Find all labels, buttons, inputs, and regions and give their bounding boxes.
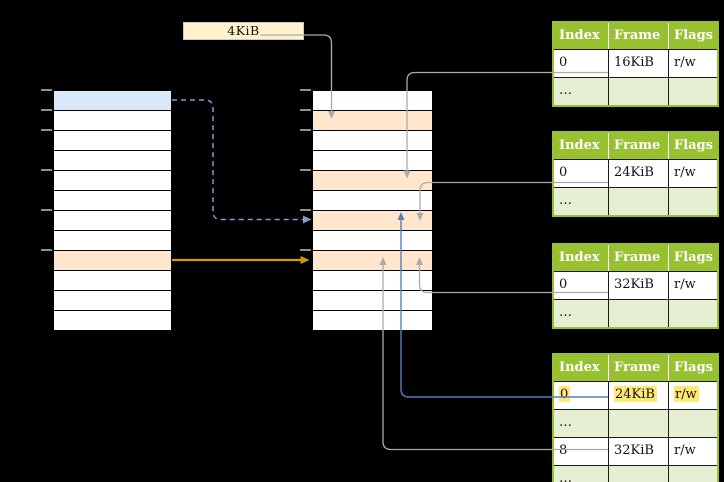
- tick-mark: [300, 169, 311, 171]
- page-table-cell: …: [559, 305, 572, 320]
- memory-row-white: [313, 151, 432, 171]
- page-table-cell: r/w: [668, 160, 717, 187]
- left-memory-table: [53, 90, 172, 331]
- page-table-cell: 24KiB: [608, 160, 668, 187]
- memory-row-white: [54, 151, 171, 171]
- header-cell: Index: [559, 138, 600, 153]
- header-cell: Flags: [668, 23, 717, 49]
- memory-row-white: [54, 171, 171, 191]
- page-table-row: …: [554, 187, 717, 215]
- header-cell: Frame: [608, 245, 668, 271]
- memory-row-orange: [313, 111, 432, 131]
- page-table-cell: r/w: [668, 438, 717, 465]
- page-table-row: …: [554, 409, 717, 437]
- header-cell: Flags: [668, 133, 717, 159]
- page-table-cell: [608, 78, 668, 105]
- header-cell: Frame: [608, 23, 668, 49]
- tick-mark: [300, 249, 311, 251]
- page-table-cell: [608, 300, 668, 327]
- page-table-cell: r/w: [668, 272, 717, 299]
- header-cell: Frame: [608, 133, 668, 159]
- page-table-cell: 0: [559, 277, 568, 292]
- header-cell: Index: [559, 28, 600, 43]
- page-table-row: …: [554, 299, 717, 327]
- memory-row-white: [54, 271, 171, 291]
- tick-mark: [41, 109, 52, 111]
- page-table-cell: [608, 410, 668, 437]
- page-table-cell: 16KiB: [608, 50, 668, 77]
- memory-row-white: [54, 291, 171, 311]
- tick-mark: [300, 129, 311, 131]
- page-table-cell: r/w: [668, 382, 717, 409]
- page-table-row: …: [554, 465, 717, 482]
- tick-mark: [41, 129, 52, 131]
- page-table-cell: 32KiB: [608, 272, 668, 299]
- tick-mark: [41, 249, 52, 251]
- page-table-cell: [668, 410, 717, 437]
- page-table-cell: [608, 188, 668, 215]
- header-cell: Index: [559, 360, 600, 375]
- page-table-cell: r/w: [668, 50, 717, 77]
- tick-mark: [41, 209, 52, 211]
- tick-mark: [300, 209, 311, 211]
- page-table-cell: …: [559, 83, 572, 98]
- memory-row-white: [54, 211, 171, 231]
- page-table-cell: …: [559, 193, 572, 208]
- page-table-cell: 0: [559, 386, 571, 402]
- page-table-cell: 0: [559, 55, 568, 70]
- page-table-cell: 32KiB: [608, 438, 668, 465]
- memory-row-white: [54, 311, 171, 330]
- page-table-cell: …: [559, 415, 572, 430]
- page-table-cell: [608, 466, 668, 482]
- page-table-cell: 0: [559, 165, 568, 180]
- header-cell: Flags: [668, 245, 717, 271]
- memory-row-white: [54, 231, 171, 251]
- page-table-cell: [668, 78, 717, 105]
- memory-row-white: [313, 191, 432, 211]
- memory-row-white: [54, 191, 171, 211]
- memory-row-orange: [313, 171, 432, 191]
- header-cell: Frame: [608, 355, 668, 381]
- memory-row-white: [54, 111, 171, 131]
- page-table-cell: [668, 466, 717, 482]
- memory-row-white: [313, 91, 432, 111]
- page-table-cell: [668, 300, 717, 327]
- memory-row-white: [54, 131, 171, 151]
- memory-row-blue: [54, 91, 171, 111]
- page-table-cell: [668, 188, 717, 215]
- page-table-cell: 8: [559, 443, 568, 458]
- page-table-row: …: [554, 77, 717, 105]
- page-table-cell: 24KiB: [608, 382, 668, 409]
- tick-mark: [41, 169, 52, 171]
- page-table-cell: …: [559, 471, 572, 482]
- memory-row-white: [313, 131, 432, 151]
- tick-mark: [41, 89, 52, 91]
- memory-row-orange: [54, 251, 171, 271]
- header-cell: Flags: [668, 355, 717, 381]
- header-cell: Index: [559, 250, 600, 265]
